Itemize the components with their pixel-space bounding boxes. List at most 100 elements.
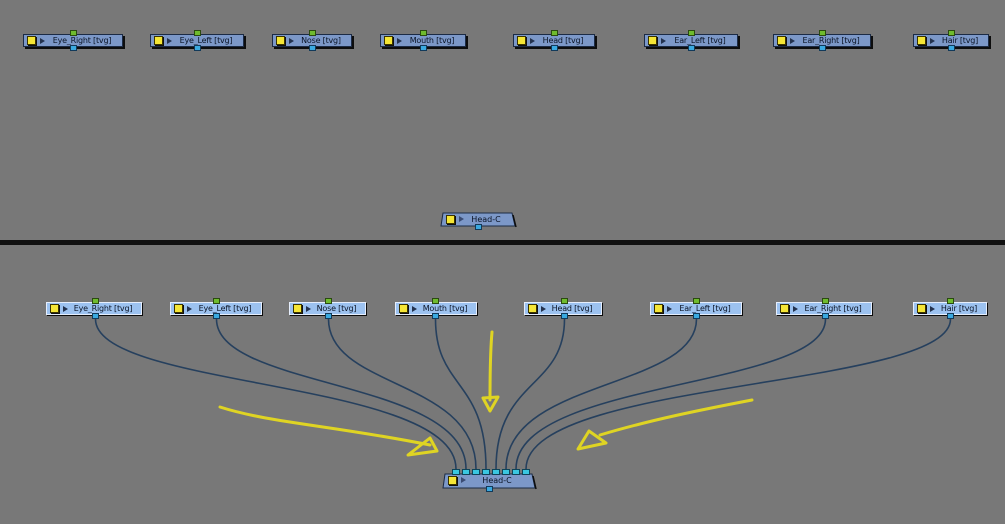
node-view-after[interactable]: Eye_Right [tvg] Eye_Left [tvg] Nose [tvg… [0, 245, 1005, 524]
output-port[interactable] [309, 45, 316, 51]
output-port[interactable] [819, 45, 826, 51]
node-mouth[interactable]: Mouth [tvg] [395, 298, 477, 319]
expand-arrow-icon[interactable] [793, 305, 798, 312]
input-port[interactable] [822, 298, 829, 304]
display-toggle-icon[interactable] [917, 304, 926, 313]
input-port[interactable] [561, 298, 568, 304]
expand-arrow-icon[interactable] [63, 305, 68, 312]
display-toggle-icon[interactable] [50, 304, 59, 313]
input-port[interactable] [432, 298, 439, 304]
expand-arrow-icon[interactable] [459, 216, 464, 222]
display-toggle-icon[interactable] [174, 304, 183, 313]
display-toggle-icon[interactable] [654, 304, 663, 313]
display-toggle-icon[interactable] [399, 304, 408, 313]
node-ear-left[interactable]: Ear_Left [tvg] [644, 30, 738, 51]
input-port[interactable] [693, 298, 700, 304]
input-port[interactable] [688, 30, 695, 36]
expand-arrow-icon[interactable] [187, 305, 192, 312]
display-toggle-icon[interactable] [517, 36, 526, 45]
node-nose[interactable]: Nose [tvg] [272, 30, 352, 51]
node-eye-left[interactable]: Eye_Left [tvg] [170, 298, 262, 319]
connection-wire[interactable] [505, 318, 698, 470]
connection-wire[interactable] [327, 318, 477, 470]
node-ear-left[interactable]: Ear_Left [tvg] [650, 298, 742, 319]
expand-arrow-icon[interactable] [661, 37, 666, 44]
connection-wire[interactable] [215, 318, 467, 470]
display-toggle-icon[interactable] [293, 304, 302, 313]
input-port[interactable] [947, 298, 954, 304]
input-port[interactable] [70, 30, 77, 36]
node-view-before[interactable]: Eye_Right [tvg] Eye_Left [tvg] Nose [tvg… [0, 0, 1005, 240]
output-port[interactable] [432, 313, 439, 319]
display-toggle-icon[interactable] [648, 36, 657, 45]
input-port[interactable] [819, 30, 826, 36]
input-port[interactable] [309, 30, 316, 36]
output-port[interactable] [947, 313, 954, 319]
composite-input-port[interactable] [522, 469, 530, 475]
input-port[interactable] [948, 30, 955, 36]
output-port[interactable] [475, 224, 482, 230]
display-toggle-icon[interactable] [276, 36, 285, 45]
input-port[interactable] [92, 298, 99, 304]
composite-input-port[interactable] [462, 469, 470, 475]
output-port[interactable] [561, 313, 568, 319]
output-port[interactable] [822, 313, 829, 319]
output-port[interactable] [948, 45, 955, 51]
connection-wire[interactable] [434, 318, 487, 470]
expand-arrow-icon[interactable] [306, 305, 311, 312]
node-eye-left[interactable]: Eye_Left [tvg] [150, 30, 244, 51]
input-port[interactable] [551, 30, 558, 36]
display-toggle-icon[interactable] [446, 214, 455, 224]
output-port[interactable] [486, 486, 493, 492]
expand-arrow-icon[interactable] [461, 477, 466, 483]
expand-arrow-icon[interactable] [289, 37, 294, 44]
composite-input-port[interactable] [452, 469, 460, 475]
input-port[interactable] [325, 298, 332, 304]
output-port[interactable] [693, 313, 700, 319]
input-port[interactable] [213, 298, 220, 304]
display-toggle-icon[interactable] [780, 304, 789, 313]
expand-arrow-icon[interactable] [412, 305, 417, 312]
input-port[interactable] [194, 30, 201, 36]
composite-input-port[interactable] [502, 469, 510, 475]
expand-arrow-icon[interactable] [667, 305, 672, 312]
composite-node-head-c[interactable]: Head-C [440, 212, 517, 230]
node-ear-right[interactable]: Ear_Right [tvg] [776, 298, 872, 319]
output-port[interactable] [213, 313, 220, 319]
output-port[interactable] [92, 313, 99, 319]
display-toggle-icon[interactable] [917, 36, 926, 45]
node-head[interactable]: Head [tvg] [513, 30, 595, 51]
connection-wire[interactable] [515, 318, 827, 470]
node-mouth[interactable]: Mouth [tvg] [380, 30, 466, 51]
node-hair[interactable]: Hair [tvg] [913, 30, 989, 51]
expand-arrow-icon[interactable] [541, 305, 546, 312]
node-ear-right[interactable]: Ear_Right [tvg] [773, 30, 871, 51]
connection-wire[interactable] [525, 318, 952, 470]
display-toggle-icon[interactable] [448, 475, 457, 485]
expand-arrow-icon[interactable] [167, 37, 172, 44]
output-port[interactable] [551, 45, 558, 51]
composite-input-port[interactable] [492, 469, 500, 475]
node-head[interactable]: Head [tvg] [524, 298, 602, 319]
node-eye-right[interactable]: Eye_Right [tvg] [46, 298, 142, 319]
output-port[interactable] [325, 313, 332, 319]
display-toggle-icon[interactable] [384, 36, 393, 45]
node-eye-right[interactable]: Eye_Right [tvg] [23, 30, 123, 51]
connection-wire[interactable] [495, 318, 566, 470]
expand-arrow-icon[interactable] [40, 37, 45, 44]
expand-arrow-icon[interactable] [930, 305, 935, 312]
composite-node-head-c[interactable]: Head-C [442, 469, 537, 492]
expand-arrow-icon[interactable] [397, 37, 402, 44]
node-nose[interactable]: Nose [tvg] [289, 298, 366, 319]
expand-arrow-icon[interactable] [930, 37, 935, 44]
view-divider[interactable] [0, 240, 1005, 245]
node-hair[interactable]: Hair [tvg] [913, 298, 987, 319]
display-toggle-icon[interactable] [777, 36, 786, 45]
display-toggle-icon[interactable] [154, 36, 163, 45]
output-port[interactable] [70, 45, 77, 51]
expand-arrow-icon[interactable] [790, 37, 795, 44]
connection-wire[interactable] [94, 318, 457, 470]
output-port[interactable] [194, 45, 201, 51]
composite-input-port[interactable] [512, 469, 520, 475]
input-port[interactable] [420, 30, 427, 36]
